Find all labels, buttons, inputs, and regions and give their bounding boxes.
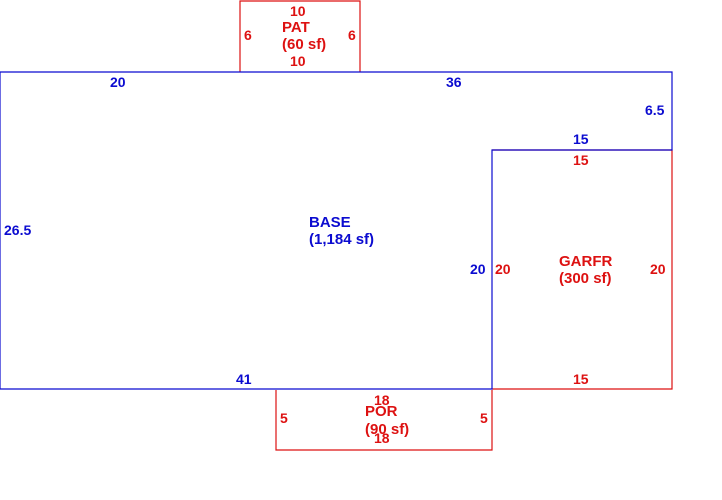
pat-name-label: PAT <box>282 19 310 36</box>
por-area-label: (90 sf) <box>365 421 410 438</box>
pat-dim-left: 6 <box>244 27 252 43</box>
por-dim-bottom: 18 <box>374 430 390 446</box>
base-dim-step: 15 <box>573 131 589 147</box>
por-dim-top: 18 <box>374 392 390 408</box>
base-outline <box>0 71 673 390</box>
pat-area-label: (60 sf) <box>282 36 327 53</box>
pat-dim-bottom: 10 <box>290 53 306 69</box>
base-dim-bottom: 41 <box>236 371 252 387</box>
pat-outline <box>239 0 361 72</box>
garfr-name-label: GARFR <box>559 253 613 270</box>
base-area-label: (1,184 sf) <box>309 231 375 248</box>
garfr-dim-left: 20 <box>495 261 511 277</box>
por-dim-right: 5 <box>480 410 488 426</box>
garfr-dim-right: 20 <box>650 261 666 277</box>
por-outline <box>275 390 493 451</box>
por-name-label: POR <box>365 403 398 420</box>
base-dim-top-left: 20 <box>110 74 126 90</box>
pat-dim-top: 10 <box>290 3 306 19</box>
base-name-label: BASE <box>309 214 351 231</box>
pat-dim-right: 6 <box>348 27 356 43</box>
base-dim-top-right: 36 <box>446 74 462 90</box>
base-dim-left: 26.5 <box>4 222 32 238</box>
garfr-dim-top: 15 <box>573 152 589 168</box>
garfr-area-label: (300 sf) <box>559 270 612 287</box>
garfr-dim-bottom: 15 <box>573 371 589 387</box>
base-dim-right-upper: 6.5 <box>645 102 665 118</box>
por-dim-left: 5 <box>280 410 288 426</box>
base-dim-inner-right: 20 <box>470 261 486 277</box>
